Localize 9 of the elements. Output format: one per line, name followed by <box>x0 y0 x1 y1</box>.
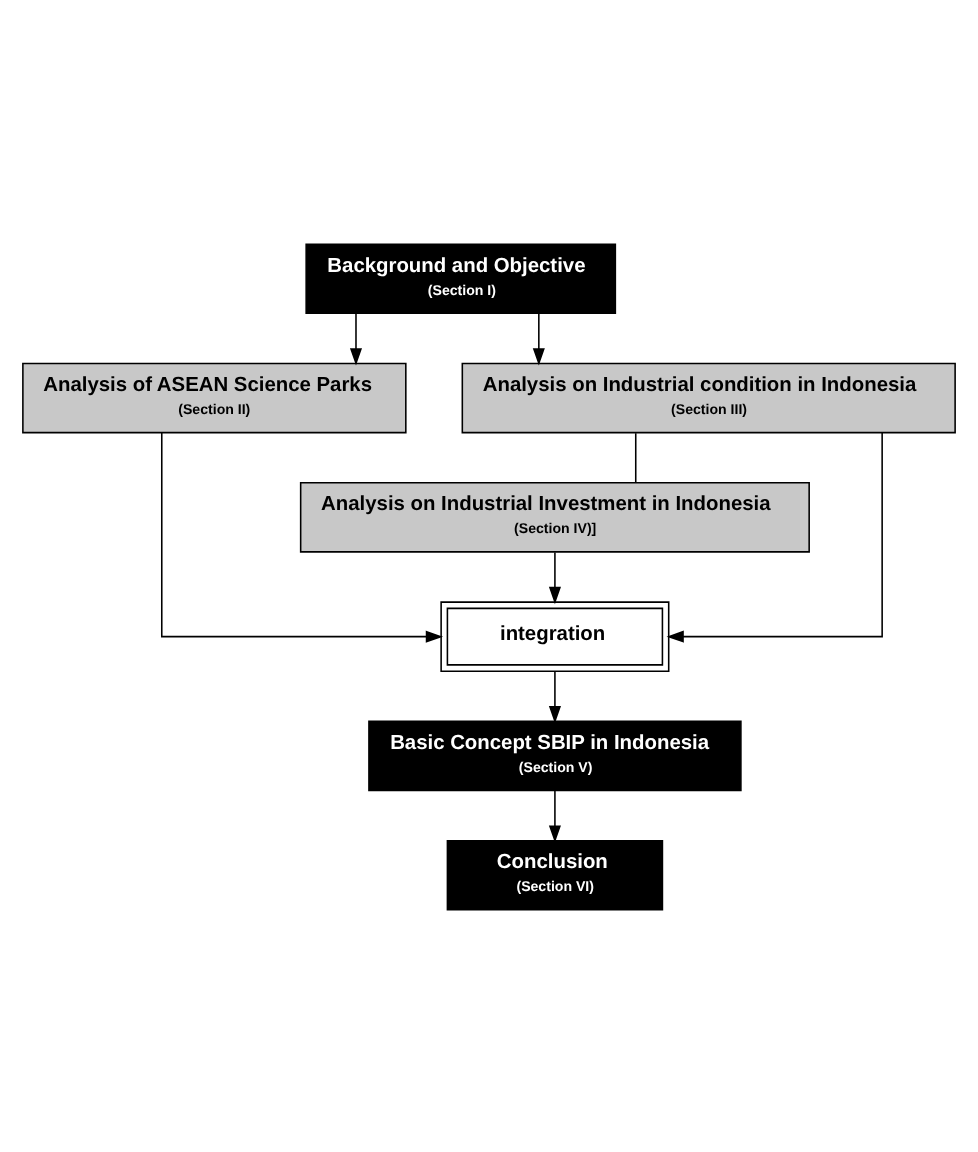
arrow <box>548 670 561 723</box>
arrow <box>532 312 545 365</box>
arrow <box>548 550 561 604</box>
arrow <box>161 431 444 642</box>
arrow <box>349 312 363 365</box>
connector <box>634 431 637 483</box>
arrow <box>666 431 883 642</box>
arrow <box>548 789 561 842</box>
node-box: integration <box>440 600 670 671</box>
